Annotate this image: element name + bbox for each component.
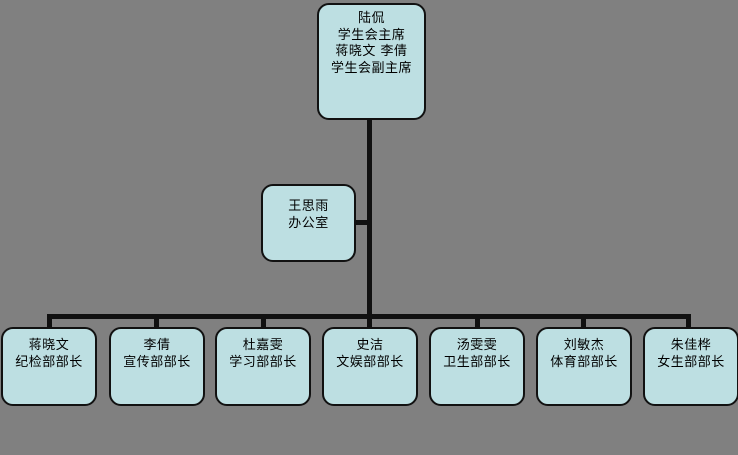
node-department-entertainment[interactable]: 史洁 文娱部部长 <box>322 327 418 406</box>
connector-drop-dept-5 <box>475 314 480 328</box>
node-chairman[interactable]: 陆侃 学生会主席 蒋晓文 李倩 学生会副主席 <box>317 3 426 120</box>
office-title: 办公室 <box>288 215 329 231</box>
connector-drop-dept-6 <box>581 314 586 328</box>
vice-chairman-title: 学生会副主席 <box>330 60 412 76</box>
connector-drop-dept-7 <box>686 314 691 328</box>
office-name: 王思雨 <box>288 199 329 214</box>
connector-drop-dept-3 <box>261 314 266 328</box>
dept-name: 刘敏杰 <box>563 338 605 353</box>
connector-office-branch <box>353 220 369 225</box>
node-department-girls[interactable]: 朱佳桦 女生部部长 <box>643 327 738 406</box>
chairman-title: 学生会主席 <box>337 27 406 43</box>
node-department-discipline[interactable]: 蒋晓文 纪检部部长 <box>1 327 97 406</box>
dept-name: 朱佳桦 <box>670 338 712 353</box>
connector-trunk-vertical <box>367 119 372 318</box>
node-office[interactable]: 王思雨 办公室 <box>261 184 356 262</box>
connector-drop-dept-1 <box>47 314 52 328</box>
dept-name: 李倩 <box>143 338 171 353</box>
dept-title: 体育部部长 <box>550 354 618 370</box>
node-department-health[interactable]: 汤雯雯 卫生部部长 <box>429 327 525 406</box>
dept-title: 纪检部部长 <box>15 354 83 370</box>
chairman-name: 陆侃 <box>357 11 385 26</box>
vice-chairman-names: 蒋晓文 李倩 <box>335 44 408 60</box>
dept-title: 文娱部部长 <box>336 354 404 370</box>
dept-name: 蒋晓文 <box>28 338 70 353</box>
connector-drop-dept-4 <box>367 314 372 328</box>
dept-title: 女生部部长 <box>657 354 725 370</box>
dept-name: 史洁 <box>356 338 384 353</box>
dept-title: 学习部部长 <box>229 354 297 370</box>
dept-name: 汤雯雯 <box>456 338 498 353</box>
node-department-sports[interactable]: 刘敏杰 体育部部长 <box>536 327 632 406</box>
node-department-study[interactable]: 杜嘉雯 学习部部长 <box>215 327 311 406</box>
dept-name: 杜嘉雯 <box>242 338 284 353</box>
connector-drop-dept-2 <box>154 314 159 328</box>
dept-title: 宣传部部长 <box>123 354 191 370</box>
node-department-publicity[interactable]: 李倩 宣传部部长 <box>109 327 205 406</box>
dept-title: 卫生部部长 <box>443 354 511 370</box>
